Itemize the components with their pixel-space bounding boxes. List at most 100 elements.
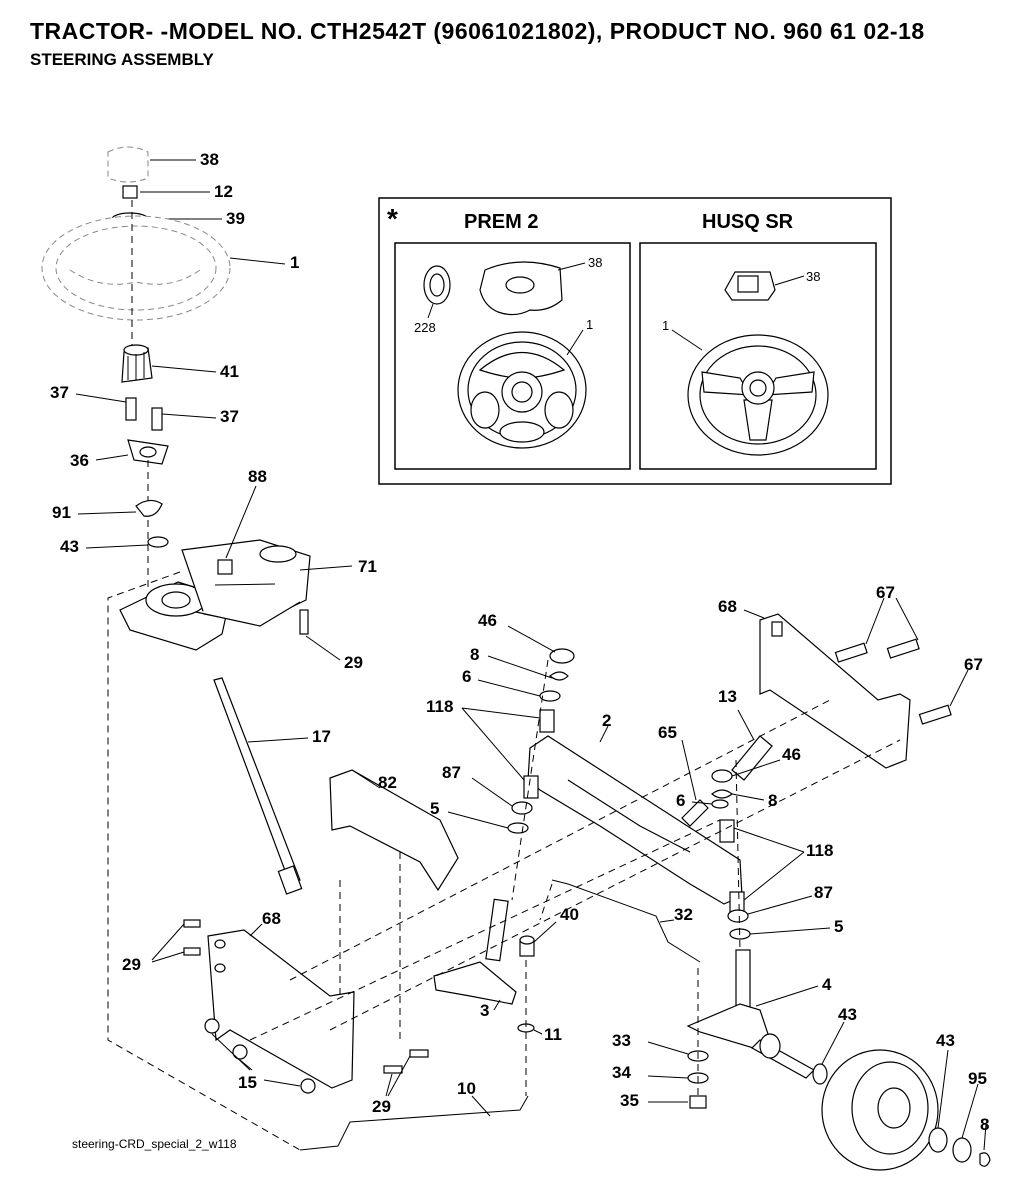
callout-95: 95 bbox=[968, 1069, 987, 1088]
callout-17: 17 bbox=[312, 727, 331, 746]
part-37-bolt-b bbox=[151, 407, 163, 431]
callout-46-right: 46 bbox=[782, 745, 801, 764]
part-17-steering-shaft bbox=[213, 677, 303, 895]
callout-32: 32 bbox=[674, 905, 693, 924]
callout-91: 91 bbox=[52, 503, 71, 522]
part-13-sleeve bbox=[731, 735, 773, 781]
part-43-washer-outer bbox=[928, 1127, 948, 1153]
callout-29-gear: 29 bbox=[344, 653, 363, 672]
callout-15: 15 bbox=[238, 1073, 257, 1092]
asterisk-marker: * bbox=[387, 203, 398, 234]
callout-65: 65 bbox=[658, 723, 677, 742]
callout-71: 71 bbox=[358, 557, 377, 576]
callout-13: 13 bbox=[718, 687, 737, 706]
callout-43-upper: 43 bbox=[60, 537, 79, 556]
callout-1-husq: 1 bbox=[662, 318, 669, 333]
callout-4: 4 bbox=[822, 975, 832, 994]
callout-11: 11 bbox=[544, 1025, 562, 1044]
part-32-tie-rod bbox=[551, 879, 701, 963]
callout-228: 228 bbox=[414, 320, 436, 335]
part-8-ring-right bbox=[711, 789, 733, 799]
callout-88: 88 bbox=[248, 467, 267, 486]
part-88-grease-fitting bbox=[217, 559, 233, 575]
callout-5-left: 5 bbox=[430, 799, 439, 818]
part-87-washer-left bbox=[511, 801, 533, 815]
inset-panel: * PREM 2 HUSQ SR 228 38 1 bbox=[378, 197, 892, 485]
callout-118-right: 118 bbox=[806, 841, 833, 860]
husq-steering-wheel-icon bbox=[687, 334, 829, 456]
page-title: TRACTOR- -MODEL NO. CTH2542T (9606102180… bbox=[30, 18, 925, 44]
callout-8-left: 8 bbox=[470, 645, 479, 664]
part-91-clip bbox=[135, 499, 163, 517]
part-36-bracket bbox=[127, 439, 169, 465]
callout-34: 34 bbox=[612, 1063, 631, 1082]
callout-6-left: 6 bbox=[462, 667, 471, 686]
part-46-cap-right bbox=[711, 769, 733, 783]
callout-38-husq: 38 bbox=[806, 269, 820, 284]
prem2-steering-wheel-icon bbox=[457, 331, 587, 449]
callout-43-hub: 43 bbox=[838, 1005, 857, 1024]
part-82-bracket bbox=[329, 769, 459, 892]
callout-1: 1 bbox=[290, 253, 299, 272]
callout-82: 82 bbox=[378, 773, 397, 792]
part-29-bolts-lower bbox=[383, 1049, 429, 1074]
prem2-emblem-icon bbox=[423, 265, 451, 305]
part-15-bushings bbox=[204, 1018, 316, 1094]
part-10-drag-link bbox=[299, 1095, 529, 1151]
callout-29-lower: 29 bbox=[372, 1097, 391, 1116]
part-118-bushing-left bbox=[523, 709, 555, 799]
page-subtitle: STEERING ASSEMBLY bbox=[30, 50, 214, 69]
part-46-cap-left bbox=[549, 648, 575, 664]
callout-2: 2 bbox=[602, 711, 611, 730]
callout-41: 41 bbox=[220, 362, 239, 381]
part-12-nut bbox=[122, 185, 138, 199]
part-8-clip-hub bbox=[979, 1152, 991, 1167]
callout-8-right: 8 bbox=[768, 791, 777, 810]
callout-1-prem2: 1 bbox=[586, 317, 593, 332]
callout-87-left: 87 bbox=[442, 763, 461, 782]
part-43-washer bbox=[147, 536, 169, 548]
callout-67-right: 67 bbox=[964, 655, 983, 674]
part-43-washer-hub bbox=[812, 1063, 828, 1085]
callout-37-right: 37 bbox=[220, 407, 239, 426]
part-8-ring-left bbox=[549, 671, 569, 681]
callout-12: 12 bbox=[214, 182, 233, 201]
part-87-washer-right bbox=[727, 909, 749, 923]
part-71-steering-gear bbox=[119, 539, 311, 651]
part-41-adapter bbox=[121, 344, 153, 383]
callout-29-frame: 29 bbox=[122, 955, 141, 974]
part-95-washer bbox=[952, 1137, 972, 1163]
callout-5-right: 5 bbox=[834, 917, 843, 936]
inset-heading-prem2: PREM 2 bbox=[464, 211, 538, 233]
part-3-spindle-left bbox=[433, 898, 517, 1005]
part-1-steering-wheel bbox=[41, 215, 231, 321]
part-5-washer-left bbox=[507, 822, 529, 834]
part-40-bushing bbox=[519, 935, 535, 957]
part-38-cap bbox=[107, 146, 149, 183]
part-65-pin bbox=[681, 799, 709, 827]
callout-10: 10 bbox=[457, 1079, 476, 1098]
part-29-bolt-gear bbox=[299, 609, 309, 635]
front-wheel-icon bbox=[821, 1049, 939, 1171]
inset-heading-husq-sr: HUSQ SR bbox=[702, 211, 794, 233]
part-29-bolts-frame bbox=[183, 919, 201, 956]
callout-37-left: 37 bbox=[50, 383, 69, 402]
callout-68-left: 68 bbox=[262, 909, 281, 928]
callout-68-right: 68 bbox=[718, 597, 737, 616]
callout-38: 38 bbox=[200, 150, 219, 169]
part-67-bolts bbox=[834, 638, 952, 725]
callout-36: 36 bbox=[70, 451, 89, 470]
callout-8-hub: 8 bbox=[980, 1115, 989, 1134]
callout-35: 35 bbox=[620, 1091, 639, 1110]
callout-38-prem2: 38 bbox=[588, 255, 602, 270]
callout-40: 40 bbox=[560, 905, 579, 924]
callout-118-left: 118 bbox=[426, 697, 453, 716]
part-68-frame-plate-left bbox=[207, 929, 355, 1089]
callout-46-left: 46 bbox=[478, 611, 497, 630]
callout-43-outer: 43 bbox=[936, 1031, 955, 1050]
callout-33: 33 bbox=[612, 1031, 631, 1050]
callout-67-top: 67 bbox=[876, 583, 895, 602]
callout-6-right: 6 bbox=[676, 791, 685, 810]
callout-87-right: 87 bbox=[814, 883, 833, 902]
diagram-code: steering-CRD_special_2_w118 bbox=[72, 1137, 237, 1151]
